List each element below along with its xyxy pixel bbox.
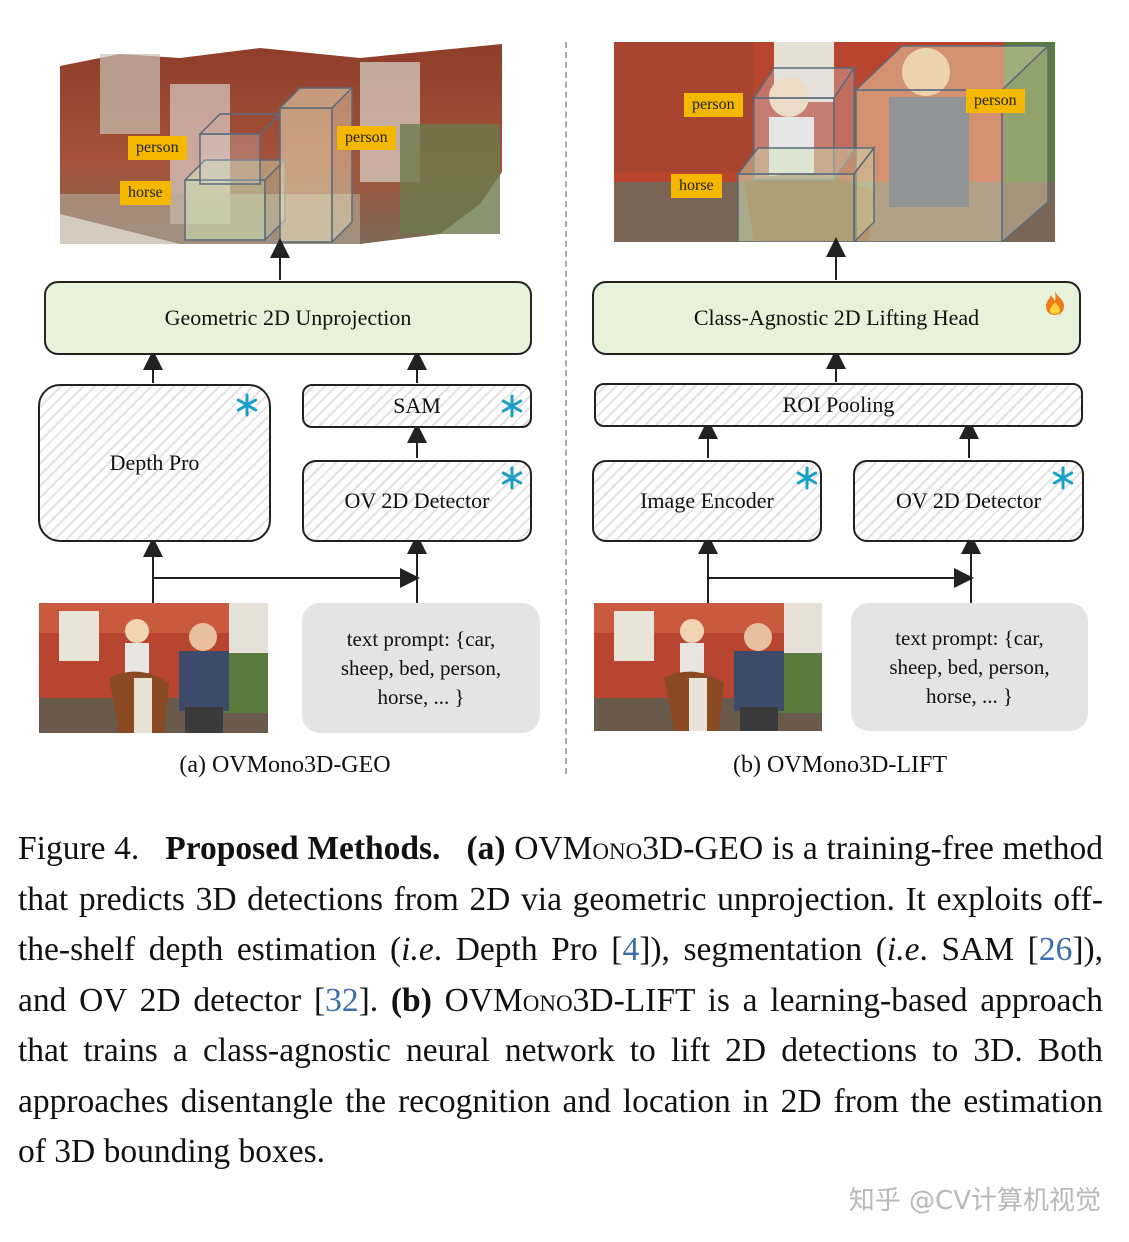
image-encoder-label: Image Encoder [640,488,774,513]
right-detector-label: OV 2D Detector [896,488,1041,513]
caption-text: ]. [358,981,391,1019]
citation-link[interactable]: 32 [325,981,359,1019]
prompt-line: text prompt: {car, [346,626,496,651]
left-ov-2d-detector-module: OV 2D Detector [302,460,532,542]
prompt-line: horse, ... } [377,684,465,709]
left-subcaption: (a) OVMono3D-GEO [179,752,391,778]
right-connector-arrows [698,237,981,603]
left-input-photo [39,603,268,733]
geometric-unprojection-module: Geometric 2D Unprojection [44,281,532,355]
right-person-label-1: person [684,93,743,117]
right-input-photo [594,603,822,731]
left-text-prompt: text prompt: {car, sheep, bed, person, h… [302,603,540,733]
caption-title: Proposed Methods. [165,830,441,867]
right-person-label-2: person [966,89,1025,113]
snowflake-icon [499,393,525,419]
caption-text: is a learning-based approach that trains… [18,981,1103,1171]
sam-label: SAM [393,393,441,418]
panel-divider [565,42,567,774]
snowflake-icon [499,465,525,491]
prompt-line: sheep, bed, person, [889,654,1050,679]
right-text-prompt: text prompt: {car, sheep, bed, person, h… [851,603,1088,731]
class-agnostic-lifting-head-module: Class-Agnostic 2D Lifting Head [592,281,1081,355]
caption-text: is a training-free method that predicts … [18,830,1104,968]
figure-number: Figure 4. [18,830,140,867]
left-connector-arrows [143,238,427,603]
left-person-label-1: person [128,136,187,160]
prompt-line: horse, ... } [925,683,1014,708]
caption-ie: i.e [886,931,920,968]
left-horse-label: horse [120,181,171,205]
depth-pro-module: Depth Pro [38,384,271,542]
figure-caption: Figure 4. Proposed Methods. (a) OVMono3D… [18,824,1103,1178]
right-ov-2d-detector-module: OV 2D Detector [853,460,1084,542]
watermark: 知乎 @CV计算机视觉 [848,1186,1101,1216]
right-subcaption: (b) OVMono3D-LIFT [733,752,947,778]
caption-text: ]), and OV 2D detector [ [18,931,1103,1019]
right-horse-label: horse [671,174,722,198]
snowflake-icon [794,465,820,491]
caption-text: . SAM [ [919,931,1039,968]
method-name: OVMono3D-LIFT [431,981,695,1019]
left-detector-label: OV 2D Detector [344,488,490,513]
roi-pooling-label: ROI Pooling [782,392,895,417]
snowflake-icon [234,392,260,418]
right-lifted-detection-image [614,42,1055,242]
prompt-line: sheep, bed, person, [340,655,502,680]
snowflake-icon [1050,465,1076,491]
roi-pooling-module: ROI Pooling [594,383,1083,427]
citation-link[interactable]: 4 [622,931,640,968]
depth-pro-label: Depth Pro [109,450,200,475]
sam-module: SAM [302,384,532,428]
left-person-label-2: person [337,126,396,150]
prompt-line: text prompt: {car, [895,625,1044,650]
citation-link[interactable]: 26 [1038,931,1073,968]
caption-a-tag: (a) [466,830,506,867]
caption-text: ]), segmentation ( [639,931,887,968]
fire-icon [1042,290,1068,316]
caption-ie: i.e [401,931,434,968]
caption-b-tag: (b) [390,981,432,1019]
method-name: OVMono3D-GEO [514,830,764,867]
image-encoder-module: Image Encoder [592,460,822,542]
caption-text: . Depth Pro [ [433,931,623,968]
lifting-head-label: Class-Agnostic 2D Lifting Head [693,305,980,330]
